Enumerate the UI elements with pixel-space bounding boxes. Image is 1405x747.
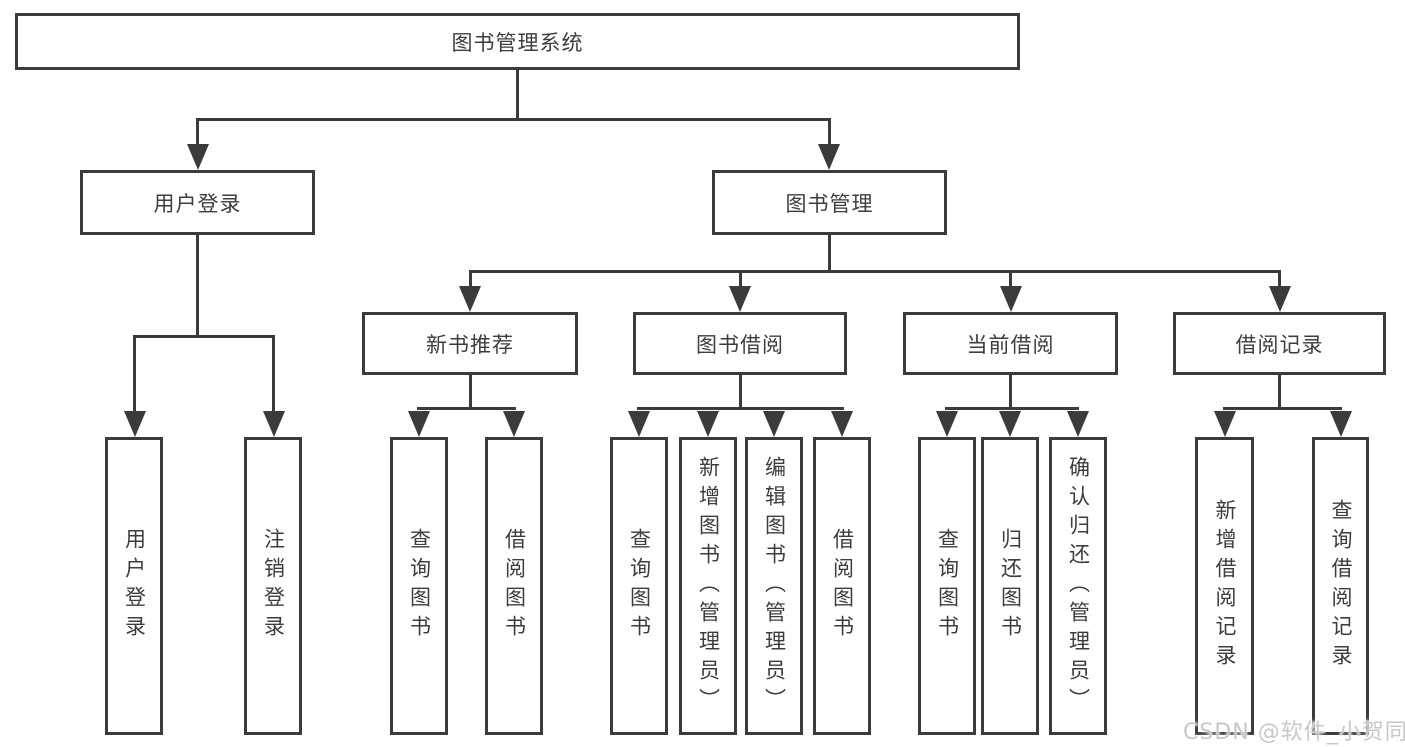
connector-line bbox=[739, 270, 742, 290]
connector-line bbox=[469, 270, 472, 290]
connector-line bbox=[196, 235, 199, 338]
connector-line bbox=[828, 235, 831, 273]
leaf-return-book: 归还图书 bbox=[981, 437, 1039, 735]
arrowhead-icon bbox=[831, 411, 853, 437]
leaf-query-borrow-record: 查询借阅记录 bbox=[1312, 437, 1369, 735]
leaf-add-book-admin: 新增图书（管理员） bbox=[679, 437, 737, 735]
connector-line bbox=[1009, 270, 1012, 290]
leaf-query-books-recommend: 查询图书 bbox=[390, 437, 448, 735]
arrowhead-icon bbox=[1214, 411, 1236, 437]
node-label: 图书借阅 bbox=[696, 332, 784, 357]
arrowhead-icon bbox=[763, 411, 785, 437]
arrowhead-icon bbox=[263, 411, 285, 437]
node-label: 当前借阅 bbox=[966, 332, 1055, 357]
node-label: 查询图书 bbox=[407, 528, 432, 644]
arrowhead-icon bbox=[999, 411, 1021, 437]
leaf-add-borrow-record: 新增借阅记录 bbox=[1195, 437, 1254, 735]
node-label: 查询图书 bbox=[935, 528, 960, 644]
node-label: 借阅记录 bbox=[1235, 332, 1324, 357]
node-label: 借阅图书 bbox=[830, 528, 855, 644]
leaf-logout: 注销登录 bbox=[244, 437, 302, 735]
node-new-book-recommend: 新书推荐 bbox=[362, 312, 578, 375]
connector-line bbox=[828, 118, 831, 146]
connector-line bbox=[272, 335, 275, 411]
leaf-query-books-current: 查询图书 bbox=[918, 437, 976, 735]
node-borrow-records: 借阅记录 bbox=[1173, 312, 1386, 375]
arrowhead-icon bbox=[628, 411, 650, 437]
node-label: 确认归还（管理员） bbox=[1066, 455, 1091, 717]
node-book-borrowing: 图书借阅 bbox=[633, 312, 847, 375]
arrowhead-icon bbox=[818, 144, 840, 170]
csdn-watermark: CSDN @软件_小贺同学 bbox=[1183, 720, 1405, 745]
connector-line bbox=[1009, 375, 1012, 410]
node-current-borrowing: 当前借阅 bbox=[903, 312, 1118, 375]
node-root-library-system: 图书管理系统 bbox=[15, 13, 1020, 70]
connector-line bbox=[516, 70, 519, 121]
connector-line bbox=[945, 407, 1079, 410]
connector-line bbox=[469, 270, 1281, 273]
connector-line bbox=[739, 375, 742, 410]
connector-line bbox=[133, 335, 136, 411]
node-book-management: 图书管理 bbox=[712, 170, 947, 235]
arrowhead-icon bbox=[1000, 286, 1022, 312]
connector-line bbox=[469, 375, 472, 410]
connector-line bbox=[196, 118, 199, 146]
leaf-borrow-books-recommend: 借阅图书 bbox=[485, 437, 543, 735]
node-label: 注销登录 bbox=[261, 528, 286, 644]
arrowhead-icon bbox=[1269, 286, 1291, 312]
leaf-borrow-books-borrowing: 借阅图书 bbox=[813, 437, 871, 735]
node-label: 借阅图书 bbox=[502, 528, 527, 644]
node-label: 编辑图书（管理员） bbox=[762, 455, 787, 717]
connector-line bbox=[1278, 375, 1281, 410]
node-label: 归还图书 bbox=[998, 528, 1023, 644]
arrowhead-icon bbox=[697, 411, 719, 437]
arrowhead-icon bbox=[124, 411, 146, 437]
leaf-user-login: 用户登录 bbox=[105, 437, 163, 735]
connector-line bbox=[417, 407, 516, 410]
leaf-confirm-return-admin: 确认归还（管理员） bbox=[1049, 437, 1107, 735]
arrowhead-icon bbox=[503, 411, 525, 437]
node-label: 图书管理 bbox=[785, 191, 874, 216]
node-label: 查询借阅记录 bbox=[1329, 499, 1353, 673]
arrowhead-icon bbox=[187, 144, 209, 170]
arrowhead-icon bbox=[1330, 411, 1352, 437]
arrowhead-icon bbox=[1067, 411, 1089, 437]
connector-line bbox=[196, 118, 831, 121]
leaf-query-books-borrowing: 查询图书 bbox=[610, 437, 668, 735]
leaf-edit-book-admin: 编辑图书（管理员） bbox=[745, 437, 803, 735]
node-label: 新书推荐 bbox=[426, 332, 514, 357]
arrowhead-icon bbox=[936, 411, 958, 437]
node-label: 新增图书（管理员） bbox=[696, 455, 721, 717]
connector-line bbox=[1223, 407, 1342, 410]
connector-line bbox=[1278, 270, 1281, 290]
connector-line bbox=[637, 407, 844, 410]
node-label: 查询图书 bbox=[627, 528, 652, 644]
node-user-login: 用户登录 bbox=[80, 170, 315, 235]
arrowhead-icon bbox=[408, 411, 430, 437]
node-label: 用户登录 bbox=[153, 191, 242, 216]
arrowhead-icon bbox=[459, 286, 481, 312]
node-label: 新增借阅记录 bbox=[1213, 499, 1237, 673]
node-label: 图书管理系统 bbox=[451, 30, 584, 55]
connector-line bbox=[133, 335, 275, 338]
arrowhead-icon bbox=[729, 286, 751, 312]
node-label: 用户登录 bbox=[122, 528, 147, 644]
